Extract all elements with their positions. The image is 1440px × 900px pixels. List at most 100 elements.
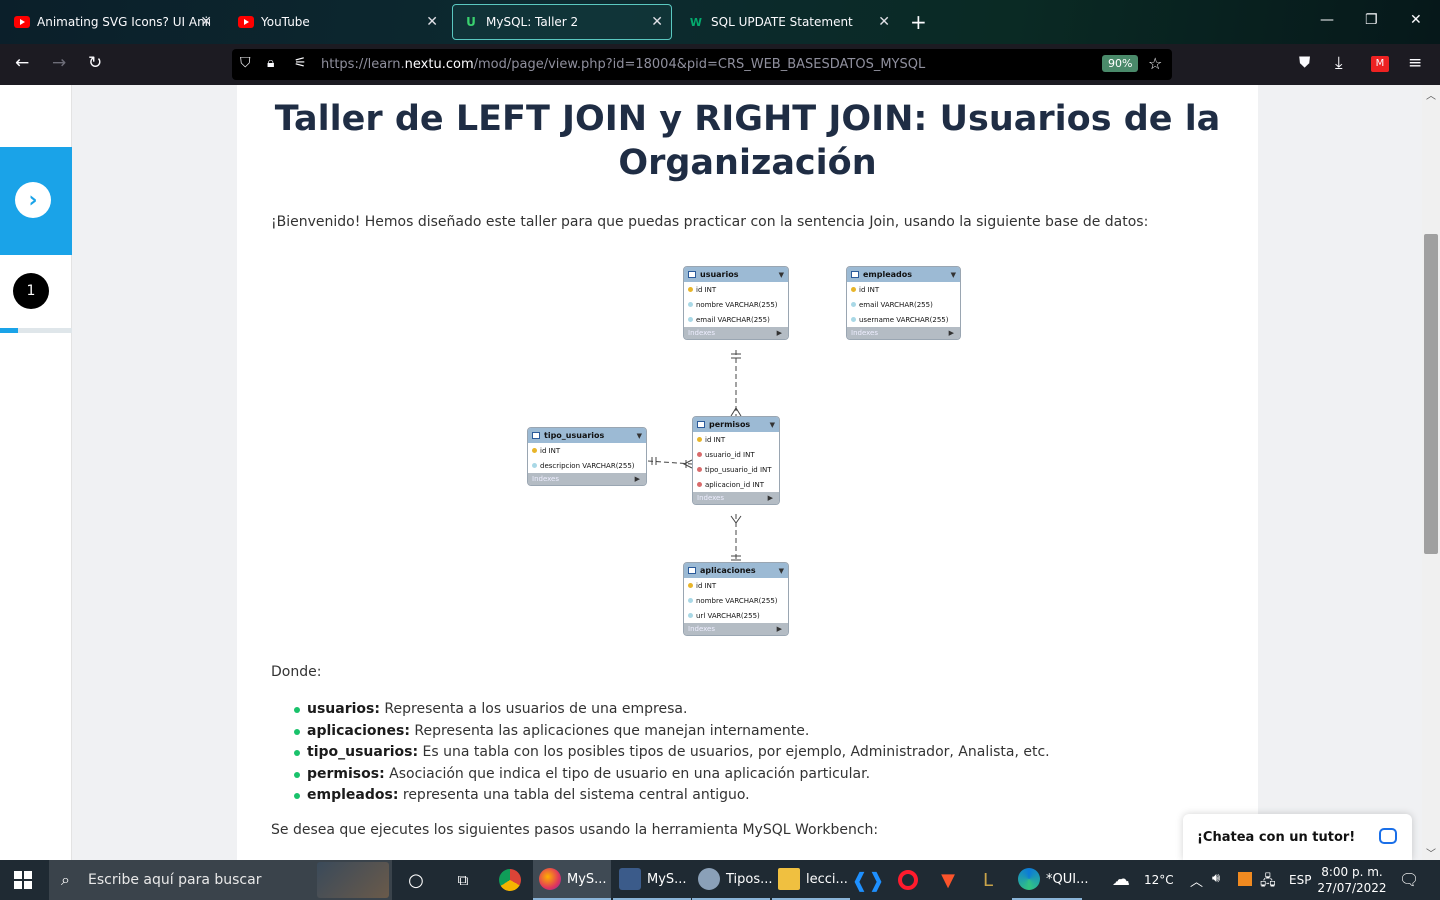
chevron-up-icon[interactable]: ︿	[1190, 875, 1204, 890]
weather-temp[interactable]: 12°C	[1144, 873, 1174, 887]
extension-icon[interactable]: M	[1371, 56, 1389, 72]
shield-icon[interactable]: ⛉	[240, 55, 251, 71]
table-name: tipo_usuarios	[544, 431, 605, 440]
play-arrow-icon: ▶	[948, 329, 954, 337]
new-tab-icon[interactable]: +	[910, 10, 927, 34]
permissions-icon[interactable]: ⚟	[294, 55, 307, 71]
youtube-icon	[238, 16, 254, 28]
minimize-icon[interactable]: —	[1320, 12, 1334, 28]
erd-table-tipo-usuarios: tipo_usuarios▼ id INT descripcion VARCHA…	[527, 427, 647, 486]
step-badge[interactable]: 1	[13, 273, 49, 309]
table-column: nombre VARCHAR(255)	[684, 297, 788, 312]
table-column: usuario_id INT	[693, 447, 779, 462]
close-icon[interactable]: ✕	[200, 14, 212, 30]
table-column: id INT	[693, 432, 779, 447]
lock-icon[interactable]: 🔒︎	[267, 55, 275, 71]
page-viewport: › 1 Taller de LEFT JOIN y RIGHT JOIN: Us…	[0, 85, 1440, 860]
maximize-icon[interactable]: ❐	[1365, 12, 1378, 28]
zoom-badge[interactable]: 90%	[1102, 55, 1139, 72]
table-icon	[697, 421, 705, 428]
league-icon[interactable]: L	[982, 869, 994, 891]
windows-start-icon[interactable]	[14, 871, 32, 889]
taskbar-app-mysql-workbench[interactable]: MyS...	[613, 860, 691, 900]
dropdown-arrow-icon: ▼	[950, 270, 956, 279]
dropdown-arrow-icon: ▼	[636, 431, 642, 440]
chevron-down-icon[interactable]: ﹀	[1426, 849, 1436, 860]
table-column: email VARCHAR(255)	[847, 297, 960, 312]
download-icon[interactable]: ⤓	[1335, 53, 1343, 73]
close-icon[interactable]: ✕	[426, 14, 438, 30]
chrome-icon[interactable]	[497, 867, 523, 893]
field-icon	[532, 463, 537, 468]
main-content: Taller de LEFT JOIN y RIGHT JOIN: Usuari…	[237, 85, 1258, 860]
definition-list: usuarios: Representa a los usuarios de u…	[294, 699, 1050, 807]
volume-icon[interactable]: 🔊︎	[1212, 871, 1221, 886]
erd-table-empleados: empleados▼ id INT email VARCHAR(255) use…	[846, 266, 961, 340]
app-icon	[698, 868, 720, 890]
vscode-icon[interactable]: ❰❱	[851, 868, 885, 892]
cloud-icon[interactable]: ☁	[1112, 869, 1130, 890]
star-icon[interactable]: ☆	[1148, 54, 1163, 73]
erd-relations	[647, 350, 742, 562]
taskbar-search[interactable]: ⌕ Escribe aquí para buscar	[49, 860, 392, 900]
url-text[interactable]: https://learn.nextu.com/mod/page/view.ph…	[321, 57, 926, 72]
chat-widget[interactable]: ¡Chatea con un tutor!	[1183, 814, 1412, 860]
tab-mysql-taller[interactable]: U MySQL: Taller 2 ✕	[452, 4, 672, 40]
table-name: usuarios	[700, 270, 739, 279]
search-highlight-image	[317, 862, 389, 898]
back-icon[interactable]: ←	[15, 53, 30, 73]
table-icon	[688, 271, 696, 278]
task-view-icon[interactable]: ⧉	[457, 871, 469, 889]
chat-label[interactable]: ¡Chatea con un tutor!	[1197, 830, 1356, 845]
key-icon	[851, 287, 856, 292]
language-indicator[interactable]: ESP	[1289, 873, 1312, 887]
taskbar-app-firefox[interactable]: MyS...	[533, 860, 611, 900]
table-column: aplicacion_id INT	[693, 477, 779, 492]
page-scrollbar[interactable]: ︿ ﹀	[1422, 85, 1440, 860]
table-column: username VARCHAR(255)	[847, 312, 960, 327]
close-icon[interactable]: ✕	[651, 14, 663, 30]
close-icon[interactable]: ✕	[878, 14, 890, 30]
tab-animating-svg[interactable]: Animating SVG Icons? UI Anima ✕	[4, 4, 220, 40]
url-bar[interactable]: ⛉ 🔒︎ ⚟ https://learn.nextu.com/mod/page/…	[232, 49, 1172, 80]
clock[interactable]: 8:00 p. m. 27/07/2022	[1317, 865, 1387, 895]
chat-bubble-icon[interactable]	[1379, 828, 1397, 844]
taskbar-app-explorer[interactable]: lecci...	[772, 860, 850, 900]
pocket-icon[interactable]: ⛊	[1299, 53, 1311, 71]
table-column: id INT	[684, 282, 788, 297]
close-window-icon[interactable]: ✕	[1410, 12, 1422, 28]
table-indexes: Indexes▶	[684, 623, 788, 635]
taskbar-app-tipos[interactable]: Tipos...	[692, 860, 773, 900]
forward-icon[interactable]: →	[52, 53, 67, 73]
taskbar-app-edge[interactable]: *QUI...	[1012, 860, 1088, 900]
table-icon	[532, 432, 540, 439]
scrollbar-thumb[interactable]	[1424, 234, 1438, 554]
brave-icon[interactable]: ▼	[941, 869, 955, 891]
notification-app-icon[interactable]	[1238, 872, 1252, 886]
opera-icon[interactable]	[895, 867, 921, 893]
progress-bar	[0, 328, 72, 333]
menu-icon[interactable]: ≡	[1408, 53, 1423, 73]
table-column: descripcion VARCHAR(255)	[528, 458, 646, 473]
erd-diagram: usuarios ▼ id INT nombre VARCHAR(255) ema…	[526, 266, 962, 646]
windows-taskbar: ⌕ Escribe aquí para buscar ○ ⧉ MyS... My…	[0, 860, 1440, 900]
list-item: empleados: representa una tabla del sist…	[294, 785, 1050, 807]
relation-cardinality-one	[651, 457, 657, 465]
tab-youtube[interactable]: YouTube ✕	[228, 4, 446, 40]
notifications-icon[interactable]: 🗨︎	[1399, 870, 1420, 889]
play-arrow-icon: ▶	[776, 625, 782, 633]
network-icon[interactable]: 🖧	[1260, 873, 1276, 889]
table-column: url VARCHAR(255)	[684, 608, 788, 623]
tab-sql-update[interactable]: W SQL UPDATE Statement ✕	[678, 4, 898, 40]
relation-cardinality-many	[682, 459, 693, 469]
search-placeholder[interactable]: Escribe aquí para buscar	[88, 872, 262, 888]
chevron-right-icon[interactable]: ›	[15, 182, 51, 218]
foreign-key-icon	[697, 452, 702, 457]
donde-label: Donde:	[271, 664, 322, 680]
play-arrow-icon: ▶	[776, 329, 782, 337]
search-icon: ⌕	[61, 870, 70, 889]
reload-icon[interactable]: ↻	[88, 53, 103, 73]
chevron-up-icon[interactable]: ︿	[1426, 91, 1436, 102]
cortana-icon[interactable]: ○	[408, 869, 424, 891]
table-indexes: Indexes▶	[847, 327, 960, 339]
